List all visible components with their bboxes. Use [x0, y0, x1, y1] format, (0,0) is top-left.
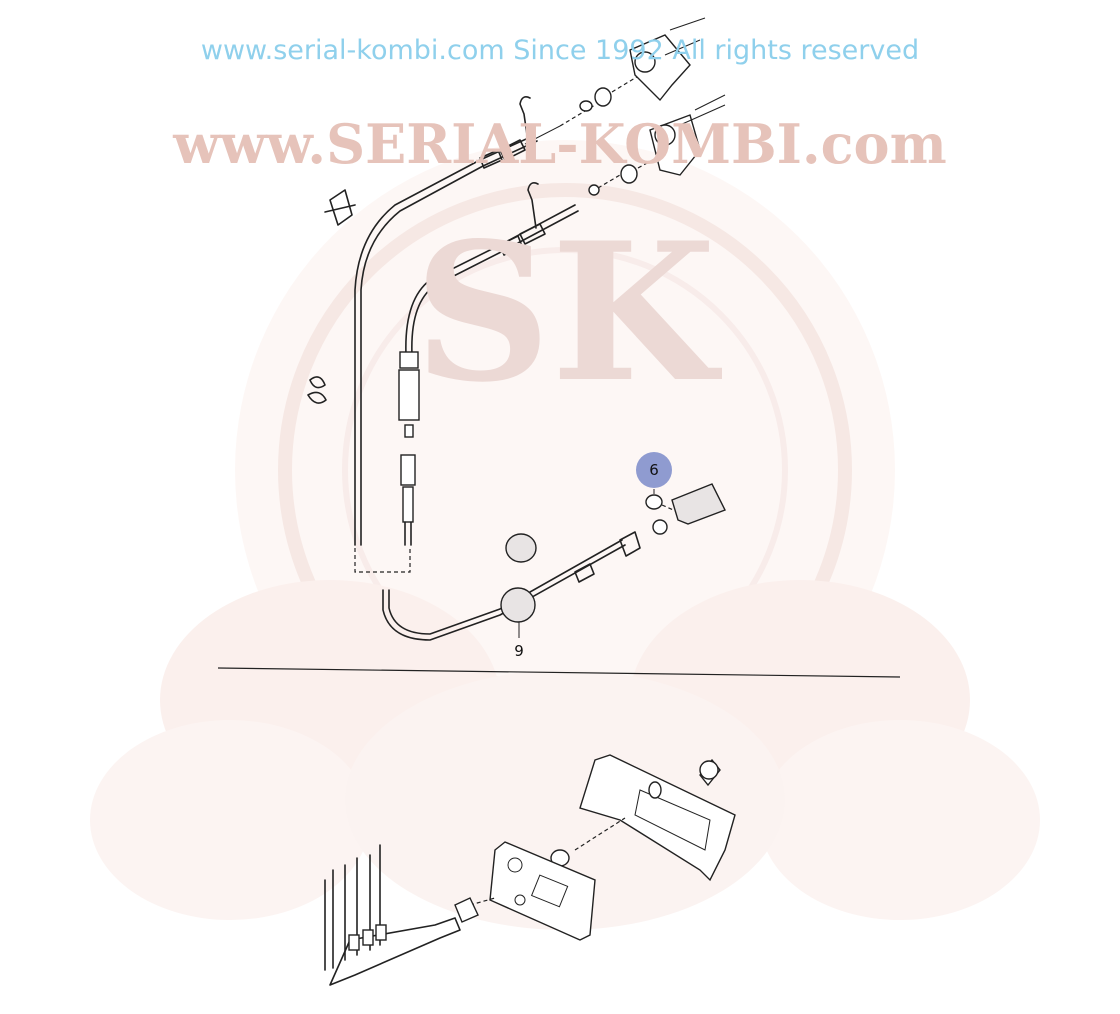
cable-upper-outer — [354, 17, 706, 546]
section-divider — [217, 667, 901, 678]
switch-assembly — [324, 754, 736, 986]
clip-parts — [307, 189, 356, 404]
callout-label-9: 9 — [514, 642, 524, 660]
callout-9[interactable]: 9 — [514, 622, 524, 660]
callout-label-6: 6 — [649, 461, 659, 479]
watermark-logo — [90, 140, 1040, 930]
callout-highlight — [636, 452, 672, 488]
cable-upper-inner — [398, 94, 726, 546]
cable-lower — [382, 483, 726, 641]
callout-6[interactable]: 6 — [636, 452, 672, 494]
connection-dashed — [354, 548, 411, 573]
